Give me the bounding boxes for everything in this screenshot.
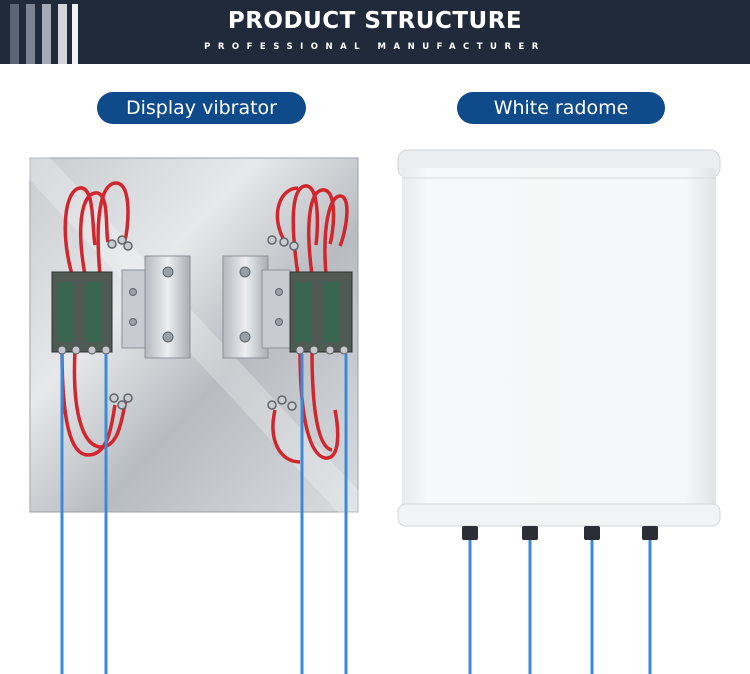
product-illustration [18, 147, 721, 674]
mounting-bracket-left [121, 255, 191, 359]
white-radome [397, 149, 721, 527]
display-vibrator-label: Display vibrator [97, 92, 306, 124]
red-feed-wires-right [271, 184, 349, 464]
n-connectors [462, 526, 658, 540]
blue-cables-left [60, 354, 348, 674]
white-radome-label: White radome [457, 92, 665, 124]
decorative-stripes [10, 4, 78, 64]
mounting-bracket-right [222, 255, 291, 359]
header-banner: PRODUCT STRUCTURE PROFESSIONAL MANUFACTU… [0, 0, 750, 64]
red-feed-wires-left [60, 181, 130, 457]
blue-cables-right [468, 540, 652, 674]
ring-terminals [107, 235, 299, 411]
feed-board-right [289, 271, 353, 355]
page-subtitle: PROFESSIONAL MANUFACTURER [204, 42, 546, 52]
page-title: PRODUCT STRUCTURE [227, 8, 523, 34]
feed-board-left [51, 271, 113, 355]
